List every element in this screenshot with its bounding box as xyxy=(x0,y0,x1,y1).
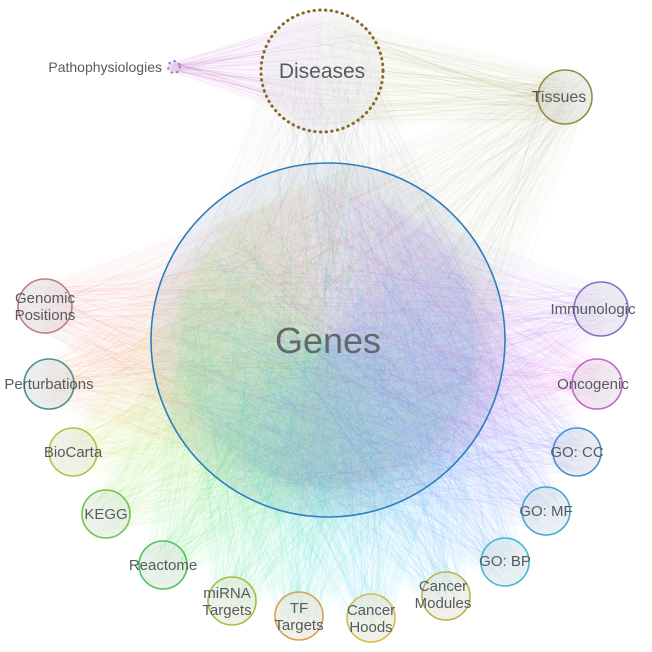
edge-wash xyxy=(309,178,604,502)
edge-wash xyxy=(92,211,429,532)
edge-bundle-go-cc-genes xyxy=(159,179,600,508)
label-reactome: Reactome xyxy=(129,557,197,574)
edge-wash xyxy=(167,315,489,622)
node-genes[interactable] xyxy=(150,162,506,518)
edge-wash xyxy=(166,323,490,619)
edge-bundle-cancer-hoods-genes xyxy=(167,172,489,641)
node-perturbations[interactable] xyxy=(23,358,75,410)
label-oncogenic: Oncogenic xyxy=(557,376,629,393)
node-genomic-positions[interactable] xyxy=(17,278,73,334)
node-tf-targets[interactable] xyxy=(274,591,324,641)
edge-wash xyxy=(227,211,560,528)
edge-wash xyxy=(200,238,522,576)
label-biocarta: BioCarta xyxy=(44,444,103,461)
label-immunologic: Immunologic xyxy=(550,301,636,318)
label-diseases: Diseases xyxy=(279,60,365,83)
edge-bundle-reactome-genes xyxy=(140,172,484,587)
label-tissues: Tissues xyxy=(532,89,587,106)
edge-wash xyxy=(301,179,601,501)
node-cancer-modules[interactable] xyxy=(421,571,471,621)
edge-bundle-kegg-genes xyxy=(84,172,479,536)
edge-wash xyxy=(173,14,324,128)
edge-wash xyxy=(261,191,586,489)
edge-bundle-tissues-genes xyxy=(181,74,589,498)
label-genes: Genes xyxy=(275,320,381,361)
edge-wash xyxy=(180,271,476,605)
edge-wash xyxy=(42,178,348,502)
node-go-bp[interactable] xyxy=(480,537,530,587)
node-go-mf[interactable] xyxy=(521,486,571,536)
edge-wash xyxy=(175,283,481,609)
label-perturbations: Perturbations xyxy=(4,376,93,393)
node-immunologic[interactable] xyxy=(573,281,629,337)
label-go-cc: GO: CC xyxy=(550,444,604,461)
edge-wash xyxy=(64,190,394,490)
edge-wash xyxy=(45,179,354,501)
node-pathophysiologies[interactable] xyxy=(167,60,181,74)
node-cancer-hoods[interactable] xyxy=(346,593,396,643)
node-go-cc[interactable] xyxy=(552,427,602,477)
edge-bundle-cancer-modules-genes xyxy=(163,193,476,618)
edge-bundle-immunologic-genes xyxy=(173,174,625,502)
label-kegg: KEGG xyxy=(84,506,127,523)
node-kegg[interactable] xyxy=(81,489,131,539)
label-pathophysiologies: Pathophysiologies xyxy=(48,59,162,75)
label-go-bp: GO: BP xyxy=(479,553,531,570)
node-oncogenic[interactable] xyxy=(571,358,623,410)
label-go-mf: GO: MF xyxy=(519,503,572,520)
edge-bundle-diseases-genes xyxy=(157,16,496,510)
node-tissues[interactable] xyxy=(537,69,593,125)
node-mirna-targets[interactable] xyxy=(207,576,257,626)
edge-bundle-oncogenic-genes xyxy=(167,179,621,509)
node-reactome[interactable] xyxy=(138,540,188,590)
edge-bundle-mirna-targets-genes xyxy=(170,173,487,624)
edge-bundle-tf-targets-genes xyxy=(166,176,490,637)
edge-wash xyxy=(316,16,568,126)
edge-bundle-perturbations-genes xyxy=(28,177,486,502)
node-biocarta[interactable] xyxy=(48,427,98,477)
edge-bundle-genomic-positions-genes xyxy=(20,178,484,502)
edge-wash xyxy=(145,243,460,578)
edge-bundle-pathophysiologies-diseases xyxy=(169,14,380,128)
node-diseases[interactable] xyxy=(259,8,385,134)
genes-fill xyxy=(151,163,505,517)
